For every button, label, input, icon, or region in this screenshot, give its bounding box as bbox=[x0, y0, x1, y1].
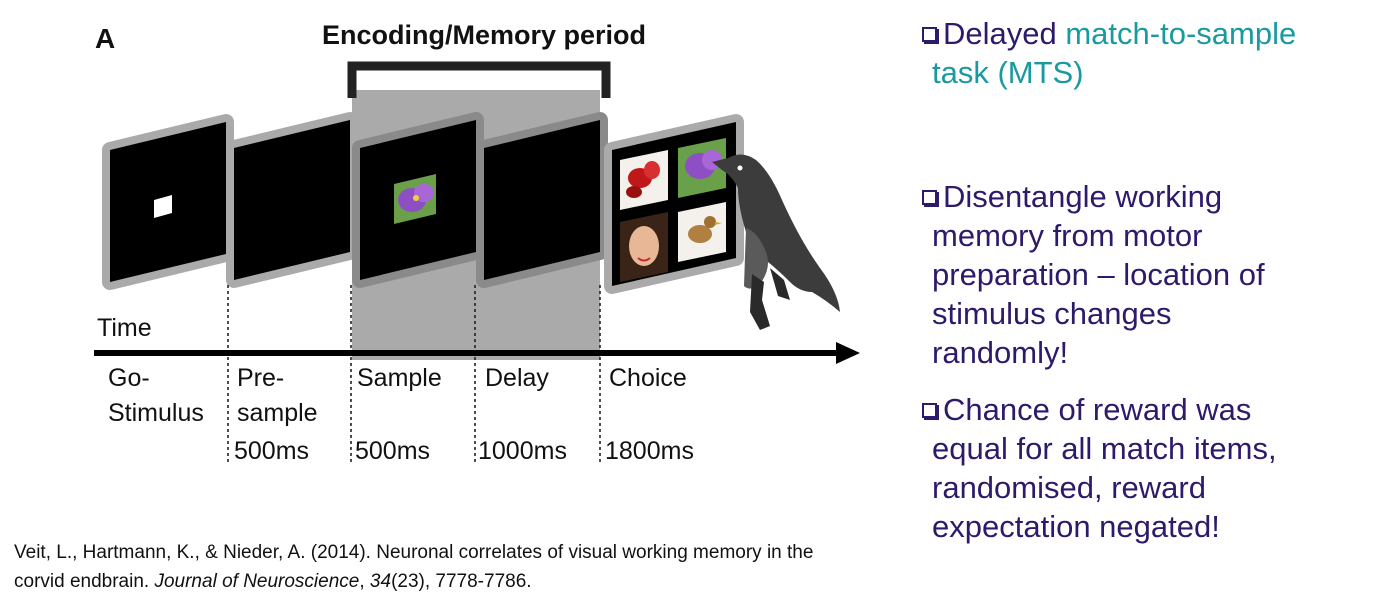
citation-line1: Veit, L., Hartmann, K., & Nieder, A. (20… bbox=[14, 542, 814, 563]
bullet-reward-line4: expectation negated! bbox=[932, 509, 1220, 544]
choice-image-tulips bbox=[620, 150, 668, 210]
citation-line2: corvid endbrain. Journal of Neuroscience… bbox=[14, 567, 1014, 596]
bullet-disentangle-line2: memory from motor bbox=[932, 218, 1203, 253]
bullet-reward-line2: equal for all match items, bbox=[932, 431, 1277, 466]
screen-choice bbox=[604, 114, 744, 294]
bullet-reward-line1: Chance of reward was bbox=[943, 392, 1252, 427]
phase-go-stimulus-line2: Stimulus bbox=[108, 399, 204, 427]
time-label: Time bbox=[97, 314, 152, 342]
period-label: Encoding/Memory period bbox=[322, 20, 646, 50]
bullet-reward-line3: randomised, reward bbox=[932, 470, 1206, 505]
phase-delay-label: Delay bbox=[485, 364, 549, 392]
bullet-mts-prefix: Delayed bbox=[943, 16, 1066, 51]
phase-pre-sample-line2: sample bbox=[237, 399, 318, 427]
panel-letter: A bbox=[95, 23, 115, 54]
phase-sample-label: Sample bbox=[357, 364, 442, 392]
phase-choice-duration: 1800ms bbox=[605, 437, 694, 465]
phase-go-stimulus-line1: Go- bbox=[108, 364, 150, 392]
bullet-disentangle-line4: stimulus changes bbox=[932, 296, 1172, 331]
bullet-reward: Chance of reward was equal for all match… bbox=[922, 390, 1277, 546]
choice-image-face bbox=[620, 212, 668, 282]
phase-delay-duration: 1000ms bbox=[478, 437, 567, 465]
bullet-mts: Delayed match-to-sample task (MTS) bbox=[922, 14, 1296, 92]
citation-sep: , bbox=[359, 571, 370, 592]
phase-sample-duration: 500ms bbox=[355, 437, 430, 465]
timeline-arrowhead bbox=[836, 342, 860, 364]
bullet-mts-highlight: match-to-sample bbox=[1065, 16, 1297, 51]
phase-pre-sample-duration: 500ms bbox=[234, 437, 309, 465]
phase-choice-label: Choice bbox=[609, 364, 687, 392]
choice-image-bird bbox=[678, 202, 726, 262]
task-figure: A Encoding/Memory period bbox=[94, 20, 860, 465]
citation: Veit, L., Hartmann, K., & Nieder, A. (20… bbox=[14, 538, 1014, 596]
bullet-box-icon bbox=[922, 27, 939, 44]
screen-sample bbox=[352, 112, 484, 288]
citation-rest: (23), 7778-7786. bbox=[391, 571, 532, 592]
phase-pre-sample-line1: Pre- bbox=[237, 364, 284, 392]
crow-illustration bbox=[712, 154, 840, 330]
screen-delay bbox=[476, 112, 608, 288]
citation-volume: 34 bbox=[369, 571, 392, 592]
bullet-disentangle: Disentangle working memory from motor pr… bbox=[922, 177, 1265, 372]
bullet-disentangle-line3: preparation – location of bbox=[932, 257, 1265, 292]
bullet-disentangle-line5: randomly! bbox=[932, 335, 1069, 370]
bullet-box-icon bbox=[922, 190, 939, 207]
screen-pre-sample bbox=[226, 112, 358, 288]
go-stimulus-square bbox=[154, 195, 172, 218]
citation-journal: Journal of Neuroscience bbox=[154, 571, 360, 592]
bullet-disentangle-line1: Disentangle working bbox=[943, 179, 1223, 214]
bullet-box-icon bbox=[922, 403, 939, 420]
sample-flower-image bbox=[394, 174, 436, 224]
bullet-mts-highlight-line2: task (MTS) bbox=[932, 55, 1084, 90]
encoding-period-bracket bbox=[347, 61, 611, 98]
citation-part2: corvid endbrain. bbox=[14, 571, 155, 592]
screen-go-stimulus bbox=[102, 114, 234, 290]
choice-image-flower bbox=[678, 138, 726, 198]
